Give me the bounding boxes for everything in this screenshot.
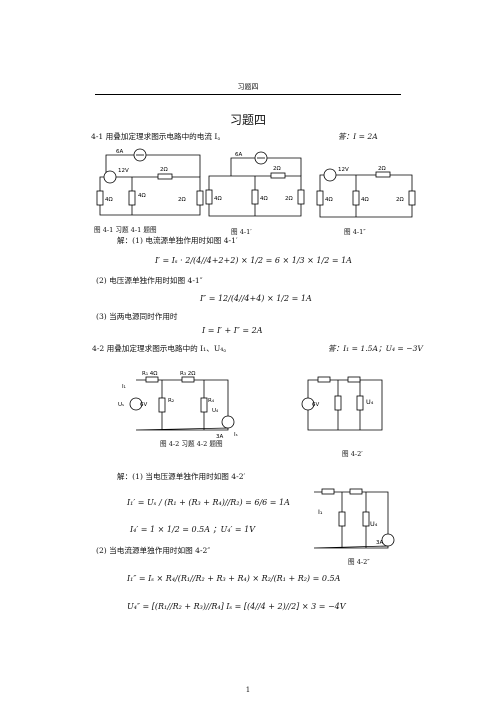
caption-4-2-double-prime: 图 4-2″	[348, 558, 370, 566]
label-2ohm-top: 2Ω	[160, 167, 168, 173]
label-2ohm-p-right: 2Ω	[285, 196, 293, 202]
page-title: 习题四	[229, 113, 266, 127]
label-2ohm-p: 2Ω	[273, 166, 281, 172]
caption-4-1-prime: 图 4-1′	[231, 228, 252, 236]
label-r2: R₂	[168, 398, 174, 404]
problem-4-1-answer: 答：I = 2A	[338, 132, 378, 141]
label-2ohm-pp: 2Ω	[378, 166, 386, 172]
label-6a-p: 6A	[235, 152, 242, 158]
label-r3: R₃ 2Ω	[180, 371, 195, 377]
p1-equation1: I′ = Iₛ · 2/(4//4+2+2) × 1/2 = 6 × 1/3 ×…	[155, 256, 352, 265]
label-4ohm-pp-mid: 4Ω	[361, 197, 369, 203]
circuit-4-1-prime: 6A 2Ω 4Ω 4Ω 2Ω	[205, 151, 305, 217]
p2-equation4: U₄″ = [(R₁//R₂ + R₃)//R₄] Iₛ = [(4//4 + …	[127, 602, 346, 611]
p2-solution-step2: (2) 当电流源单独作用时如图 4-2″	[96, 546, 211, 555]
header-rule	[95, 94, 401, 95]
p1-solution-step1: 解：(1) 电流源单独作用时如图 4-1′	[117, 236, 238, 245]
problem-4-2-answer: 答：I₁ = 1.5A；U₄ = −3V	[328, 344, 423, 353]
label-2ohm-right: 2Ω	[178, 197, 186, 203]
p1-solution-step2: (2) 电压源单独作用时如图 4-1″	[96, 276, 203, 285]
caption-4-2-prime: 图 4-2′	[342, 450, 363, 458]
caption-4-1-double-prime: 图 4-1″	[344, 228, 366, 236]
label-6a: 6A	[116, 149, 123, 155]
p1-equation3: I = I′ + I″ = 2A	[202, 326, 263, 335]
circuit-4-1-double-prime: 12V 2Ω 4Ω 4Ω 2Ω	[316, 166, 416, 218]
label-r1: R₁ 4Ω	[142, 371, 157, 377]
running-header: 习题四	[237, 83, 259, 91]
label-6v-p: 6V	[312, 402, 319, 408]
label-u4: U₄	[212, 408, 219, 414]
p2-equation1: I₁′ = Uₛ / (R₁ + (R₃ + R₄)//R₂) = 6/6 = …	[127, 498, 290, 507]
caption-4-2: 图 4-2 习题 4-2 题图	[160, 440, 223, 448]
circuit-4-2-prime: 6V U₄	[301, 376, 383, 431]
p2-equation2: I₄′ = 1 × 1/2 = 0.5A ；U₄′ = 1V	[130, 525, 255, 534]
page-number: 1	[245, 686, 251, 694]
p2-solution-step1: 解：(1) 当电压源单独作用时如图 4-2′	[117, 472, 246, 481]
label-u4-pp: U₄	[370, 520, 378, 528]
label-r4: R₄	[208, 398, 215, 404]
problem-4-2-question: 4-2 用叠加定理求图示电路中的 I₁、U₄。	[92, 344, 231, 353]
label-4ohm-left: 4Ω	[105, 197, 113, 203]
circuit-4-2-double-prime: I₁ U₄ 3A	[313, 488, 395, 549]
p2-equation3: I₁″ = Iₛ × R₄/(R₁//R₂ + R₃ + R₄) × R₂/(R…	[127, 574, 341, 583]
label-4ohm-mid: 4Ω	[138, 193, 146, 199]
label-12v-pp: 12V	[338, 167, 349, 173]
p1-solution-step3: (3) 当两电源同时作用时	[96, 312, 178, 321]
label-is: Iₛ	[234, 432, 238, 438]
label-3a-pp: 3A	[376, 540, 383, 546]
label-i1-pp: I₁	[318, 508, 323, 516]
problem-4-1-question: 4-1 用叠加定理求图示电路中的电流 I。	[91, 132, 225, 141]
label-i1: I₁	[122, 384, 126, 390]
label-4ohm-pp-left: 4Ω	[325, 197, 333, 203]
p1-equation2: I″ = 12/(4//4+4) × 1/2 = 1A	[200, 294, 312, 303]
circuit-4-2: R₁ 4Ω R₃ 2Ω R₂ R₄ 6V 3A I₁ Uₛ Iₛ U₄	[118, 371, 238, 440]
label-4ohm-p-left: 4Ω	[214, 196, 222, 202]
label-2ohm-pp-right: 2Ω	[396, 197, 404, 203]
label-us: Uₛ	[118, 402, 124, 408]
caption-4-1: 图 4-1 习题 4-1 题图	[94, 226, 157, 234]
label-u4-p: U₄	[366, 398, 374, 406]
circuit-4-1: 6A 12V 2Ω 4Ω 4Ω 2Ω	[96, 148, 204, 216]
label-3a: 3A	[216, 434, 223, 440]
label-4ohm-p-mid: 4Ω	[260, 196, 268, 202]
label-6v: 6V	[140, 402, 147, 408]
label-12v: 12V	[118, 168, 129, 174]
